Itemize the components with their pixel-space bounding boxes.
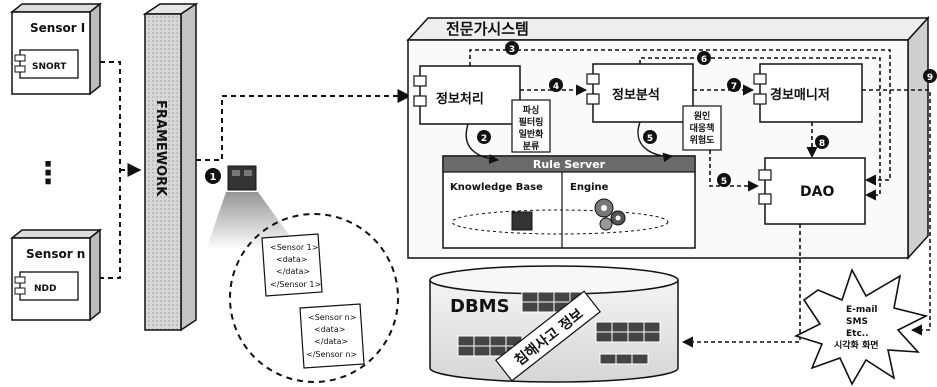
- svg-text:7: 7: [731, 82, 737, 92]
- svg-text:8: 8: [819, 139, 825, 149]
- svg-text:<data>: <data>: [314, 325, 345, 334]
- svg-text:1: 1: [210, 172, 217, 183]
- dbms-cylinder: DBMS 침해사고 정보: [430, 266, 678, 382]
- svg-text:위험도: 위험도: [690, 134, 716, 146]
- svg-text:파싱: 파싱: [523, 104, 540, 116]
- svg-text:4: 4: [553, 82, 559, 92]
- data-package-icon: [228, 166, 256, 190]
- step-badge-4: 4: [549, 78, 563, 92]
- svg-text:</data>: </data>: [276, 267, 310, 276]
- step-badge-6: 6: [697, 51, 711, 65]
- framework-label: FRAMEWORK: [153, 100, 168, 197]
- step-badge-7: 7: [727, 78, 741, 92]
- module-info-analysis-label: 정보분석: [612, 87, 660, 103]
- svg-text:2: 2: [481, 134, 487, 144]
- step-badge-3: 3: [505, 41, 519, 55]
- svg-text:6: 6: [701, 55, 707, 65]
- sensor-1-component: SNORT: [32, 62, 67, 72]
- sensor-node-1: Sensor I SNORT: [12, 4, 100, 94]
- svg-text:분류: 분류: [523, 141, 540, 152]
- knowledge-base-label: Knowledge Base: [450, 182, 543, 193]
- module-dao: DAO: [759, 158, 865, 224]
- step-badge-5a: 5: [643, 130, 657, 144]
- svg-text:일반화: 일반화: [519, 128, 545, 140]
- svg-text:필터링: 필터링: [519, 116, 544, 128]
- svg-text:시각화 화면: 시각화 화면: [834, 339, 879, 351]
- svg-text:E-mail: E-mail: [846, 305, 878, 315]
- step-badge-8: 8: [815, 135, 829, 149]
- framework-bar: FRAMEWORK: [145, 4, 196, 330]
- xml-doc-1: <Sensor 1> <data> </data> </Sensor 1>: [262, 234, 322, 296]
- expert-system-title: 전문가시스템: [446, 20, 529, 38]
- step-badge-9: 9: [923, 69, 937, 83]
- framework-to-expert-arrow: [196, 96, 410, 160]
- svg-text:원인: 원인: [694, 110, 711, 122]
- step-badge-2: 2: [477, 130, 491, 144]
- alert-starburst: E-mail SMS Etc.. 시각화 화면: [796, 270, 926, 384]
- svg-text:</Sensor n>: </Sensor n>: [306, 350, 357, 359]
- module-alarm-manager: 경보매니저: [754, 64, 862, 122]
- rule-server-title: Rule Server: [533, 158, 606, 171]
- sensor-ellipsis: ⋮: [33, 156, 63, 191]
- sensor-n-component: NDD: [34, 284, 56, 294]
- sensor-node-n: Sensor n NDD: [12, 230, 100, 320]
- step-badge-5b: 5: [717, 173, 731, 187]
- module-info-process-label: 정보처리: [436, 91, 484, 107]
- knowledge-base-icon: [512, 212, 532, 230]
- sensor-n-title: Sensor n: [26, 247, 85, 261]
- svg-text:<data>: <data>: [276, 255, 307, 264]
- xml-doc-n: <Sensor n> <data> </data> </Sensor n>: [300, 304, 364, 368]
- sensor-1-connector: [100, 62, 120, 278]
- svg-text:SMS: SMS: [846, 317, 868, 327]
- svg-text:Etc..: Etc..: [846, 329, 869, 339]
- analysis-note: 원인 대응책 위험도: [683, 106, 721, 150]
- svg-text:</data>: </data>: [314, 337, 348, 346]
- module-info-analysis: 정보분석: [587, 64, 693, 122]
- svg-text:<Sensor 1>: <Sensor 1>: [270, 243, 318, 252]
- svg-text:대응책: 대응책: [690, 122, 715, 134]
- svg-text:9: 9: [927, 73, 933, 83]
- rule-server: Rule Server Knowledge Base Engine: [443, 156, 695, 248]
- svg-text:</Sensor 1>: </Sensor 1>: [270, 280, 321, 289]
- svg-text:5: 5: [647, 134, 653, 144]
- processing-note: 파싱 필터링 일반화 분류: [512, 100, 550, 152]
- module-info-process: 정보처리: [414, 66, 520, 124]
- svg-text:5: 5: [721, 177, 727, 187]
- dbms-label: DBMS: [450, 296, 510, 317]
- engine-label: Engine: [570, 182, 609, 193]
- svg-text:3: 3: [509, 45, 515, 55]
- module-dao-label: DAO: [800, 184, 834, 200]
- module-alarm-manager-label: 경보매니저: [770, 87, 830, 103]
- svg-text:<Sensor n>: <Sensor n>: [308, 313, 356, 322]
- sensor-1-title: Sensor I: [30, 21, 85, 35]
